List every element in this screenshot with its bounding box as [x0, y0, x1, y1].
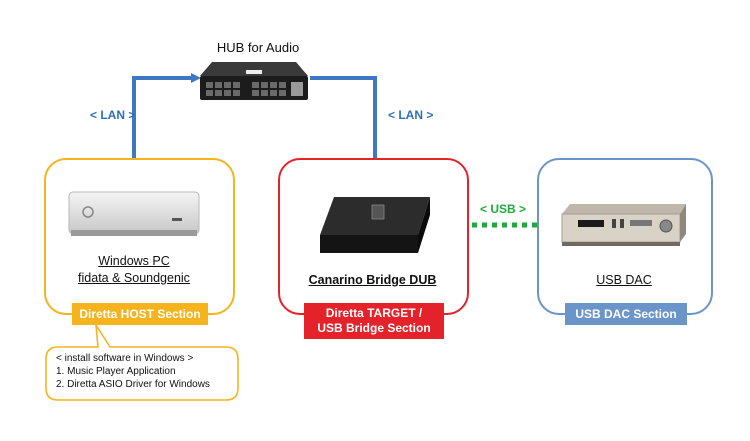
callout-item-2: 2. Diretta ASIO Driver for Windows: [56, 379, 210, 390]
hub-title: HUB for Audio: [216, 40, 300, 55]
callout-item-1: 1. Music Player Application: [56, 366, 176, 377]
host-section-tag: Diretta HOST Section: [72, 303, 208, 325]
target-section-tag: Diretta TARGET / USB Bridge Section: [304, 303, 444, 339]
callout-title: < install software in Windows >: [56, 353, 194, 364]
lan-left-label: < LAN >: [90, 108, 136, 122]
windows-pc-image: [68, 191, 200, 236]
canarino-bridge-image: [320, 197, 430, 253]
usb-label: < USB >: [480, 202, 527, 216]
host-device-name-line1: Windows PC: [98, 254, 170, 268]
dac-section-tag: USB DAC Section: [565, 303, 687, 325]
lan-right-connector: [310, 76, 380, 193]
host-device-name-line2: fidata & Soundgenic: [78, 271, 190, 285]
lan-right-label: < LAN >: [388, 108, 434, 122]
network-hub-image: [200, 62, 308, 100]
usb-dac-image: [561, 204, 686, 246]
target-section-tag-line1: Diretta TARGET /: [325, 306, 423, 320]
target-section-tag-line2: USB Bridge Section: [317, 321, 431, 335]
dac-device-name: USB DAC: [596, 273, 652, 287]
install-callout: < install software in Windows > 1. Music…: [56, 352, 238, 391]
lan-left-connector: [132, 73, 201, 188]
target-device-name: Canarino Bridge DUB: [308, 273, 437, 287]
host-section-box: [44, 158, 235, 315]
